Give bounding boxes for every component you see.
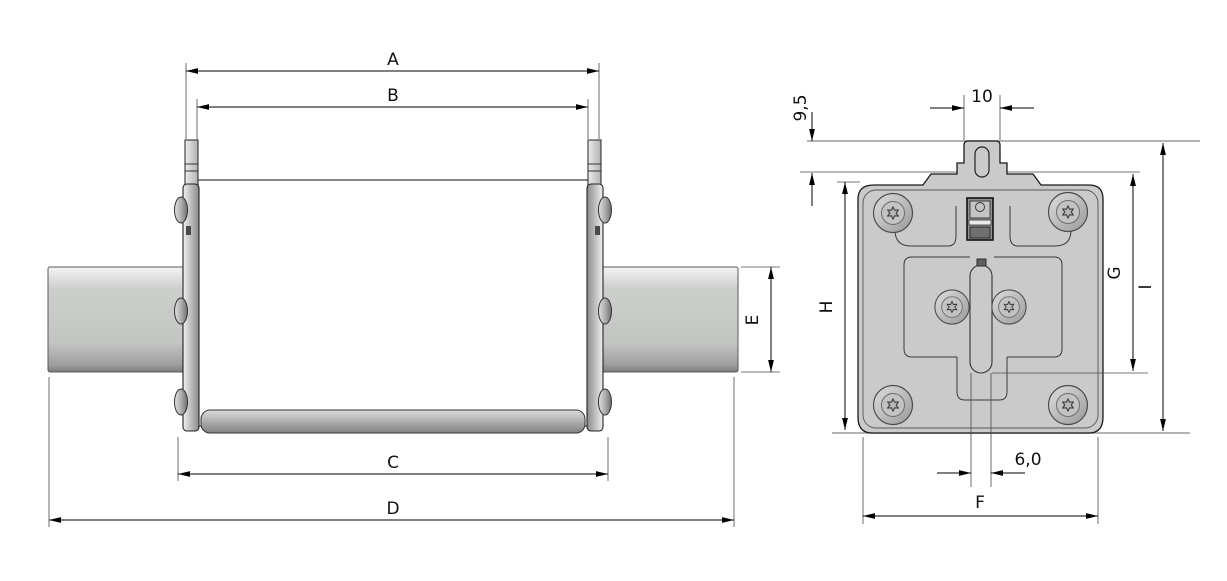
status-indicator bbox=[966, 197, 994, 241]
front-view: A B C D E bbox=[47, 50, 780, 527]
side-view: 10 9,5 H G I 6,0 F bbox=[791, 87, 1200, 524]
corner-screw-top-left bbox=[872, 192, 914, 234]
dim-label-h: H bbox=[817, 301, 837, 314]
left-latch-hook bbox=[186, 226, 191, 235]
center-screw-right bbox=[991, 289, 1027, 325]
right-latch-hook bbox=[595, 226, 600, 235]
dim-label-b: B bbox=[387, 86, 399, 106]
grip-lug-slot bbox=[974, 146, 990, 178]
dim-label-e: E bbox=[743, 315, 763, 326]
dim-label-lug-height: 9,5 bbox=[791, 94, 811, 121]
extension-lines-side bbox=[837, 95, 1148, 524]
dim-label-f: F bbox=[975, 493, 985, 513]
dim-label-i: I bbox=[1136, 284, 1156, 289]
molded-grooves bbox=[894, 206, 1072, 401]
dim-label-a: A bbox=[387, 50, 399, 70]
center-screw-left bbox=[934, 289, 970, 325]
dim-label-g: G bbox=[1105, 266, 1125, 279]
dim-label-d: D bbox=[386, 499, 399, 519]
right-blade-terminal bbox=[596, 266, 739, 373]
fuse-ceramic-body bbox=[197, 179, 589, 427]
corner-screw-bottom-right bbox=[1047, 384, 1089, 426]
bottom-end-band bbox=[200, 409, 586, 434]
left-grip-lug bbox=[184, 139, 199, 186]
right-rivets bbox=[598, 196, 612, 416]
dim-label-slot-width: 6,0 bbox=[1014, 450, 1041, 470]
corner-screw-bottom-left bbox=[872, 384, 914, 426]
left-blade-terminal bbox=[47, 266, 190, 373]
dim-label-c: C bbox=[387, 453, 399, 473]
right-grip-lug bbox=[587, 139, 602, 186]
central-slot bbox=[969, 264, 993, 374]
dim-label-lug-width: 10 bbox=[971, 87, 993, 107]
corner-screw-top-right bbox=[1047, 191, 1089, 233]
central-slot-cap bbox=[976, 258, 987, 267]
left-rivets bbox=[174, 196, 188, 416]
fuse-face-inner-outline bbox=[862, 189, 1099, 429]
